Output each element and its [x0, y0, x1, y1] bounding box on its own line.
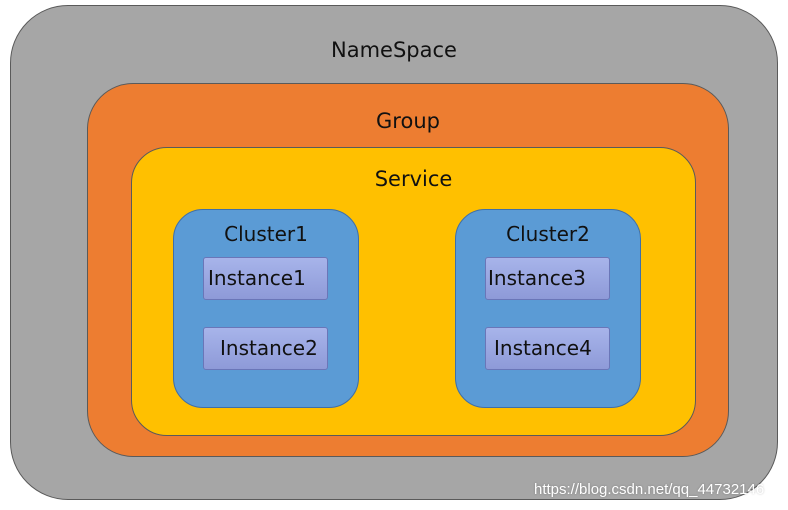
service-container: Service Cluster1 Instance1 Instance2 Clu…	[131, 147, 696, 436]
instance-3-label: Instance3	[488, 266, 586, 290]
group-label: Group	[376, 109, 440, 133]
instance-1-label: Instance1	[208, 266, 306, 290]
instance-2-label: Instance2	[220, 336, 318, 360]
instance-1: Instance1	[203, 257, 328, 300]
cluster-1-label: Cluster1	[224, 222, 308, 246]
group-container: Group Service Cluster1 Instance1 Instanc…	[87, 83, 729, 457]
namespace-label: NameSpace	[331, 38, 457, 62]
instance-2: Instance2	[203, 327, 328, 370]
instance-4: Instance4	[485, 327, 610, 370]
watermark-text: https://blog.csdn.net/qq_44732146	[534, 481, 765, 498]
instance-3: Instance3	[485, 257, 610, 300]
cluster-1-container: Cluster1 Instance1 Instance2	[173, 209, 359, 408]
cluster-2-container: Cluster2 Instance3 Instance4	[455, 209, 641, 408]
cluster-2-label: Cluster2	[506, 222, 590, 246]
service-label: Service	[374, 167, 453, 191]
namespace-container: NameSpace Group Service Cluster1 Instanc…	[10, 5, 778, 500]
instance-4-label: Instance4	[494, 336, 592, 360]
